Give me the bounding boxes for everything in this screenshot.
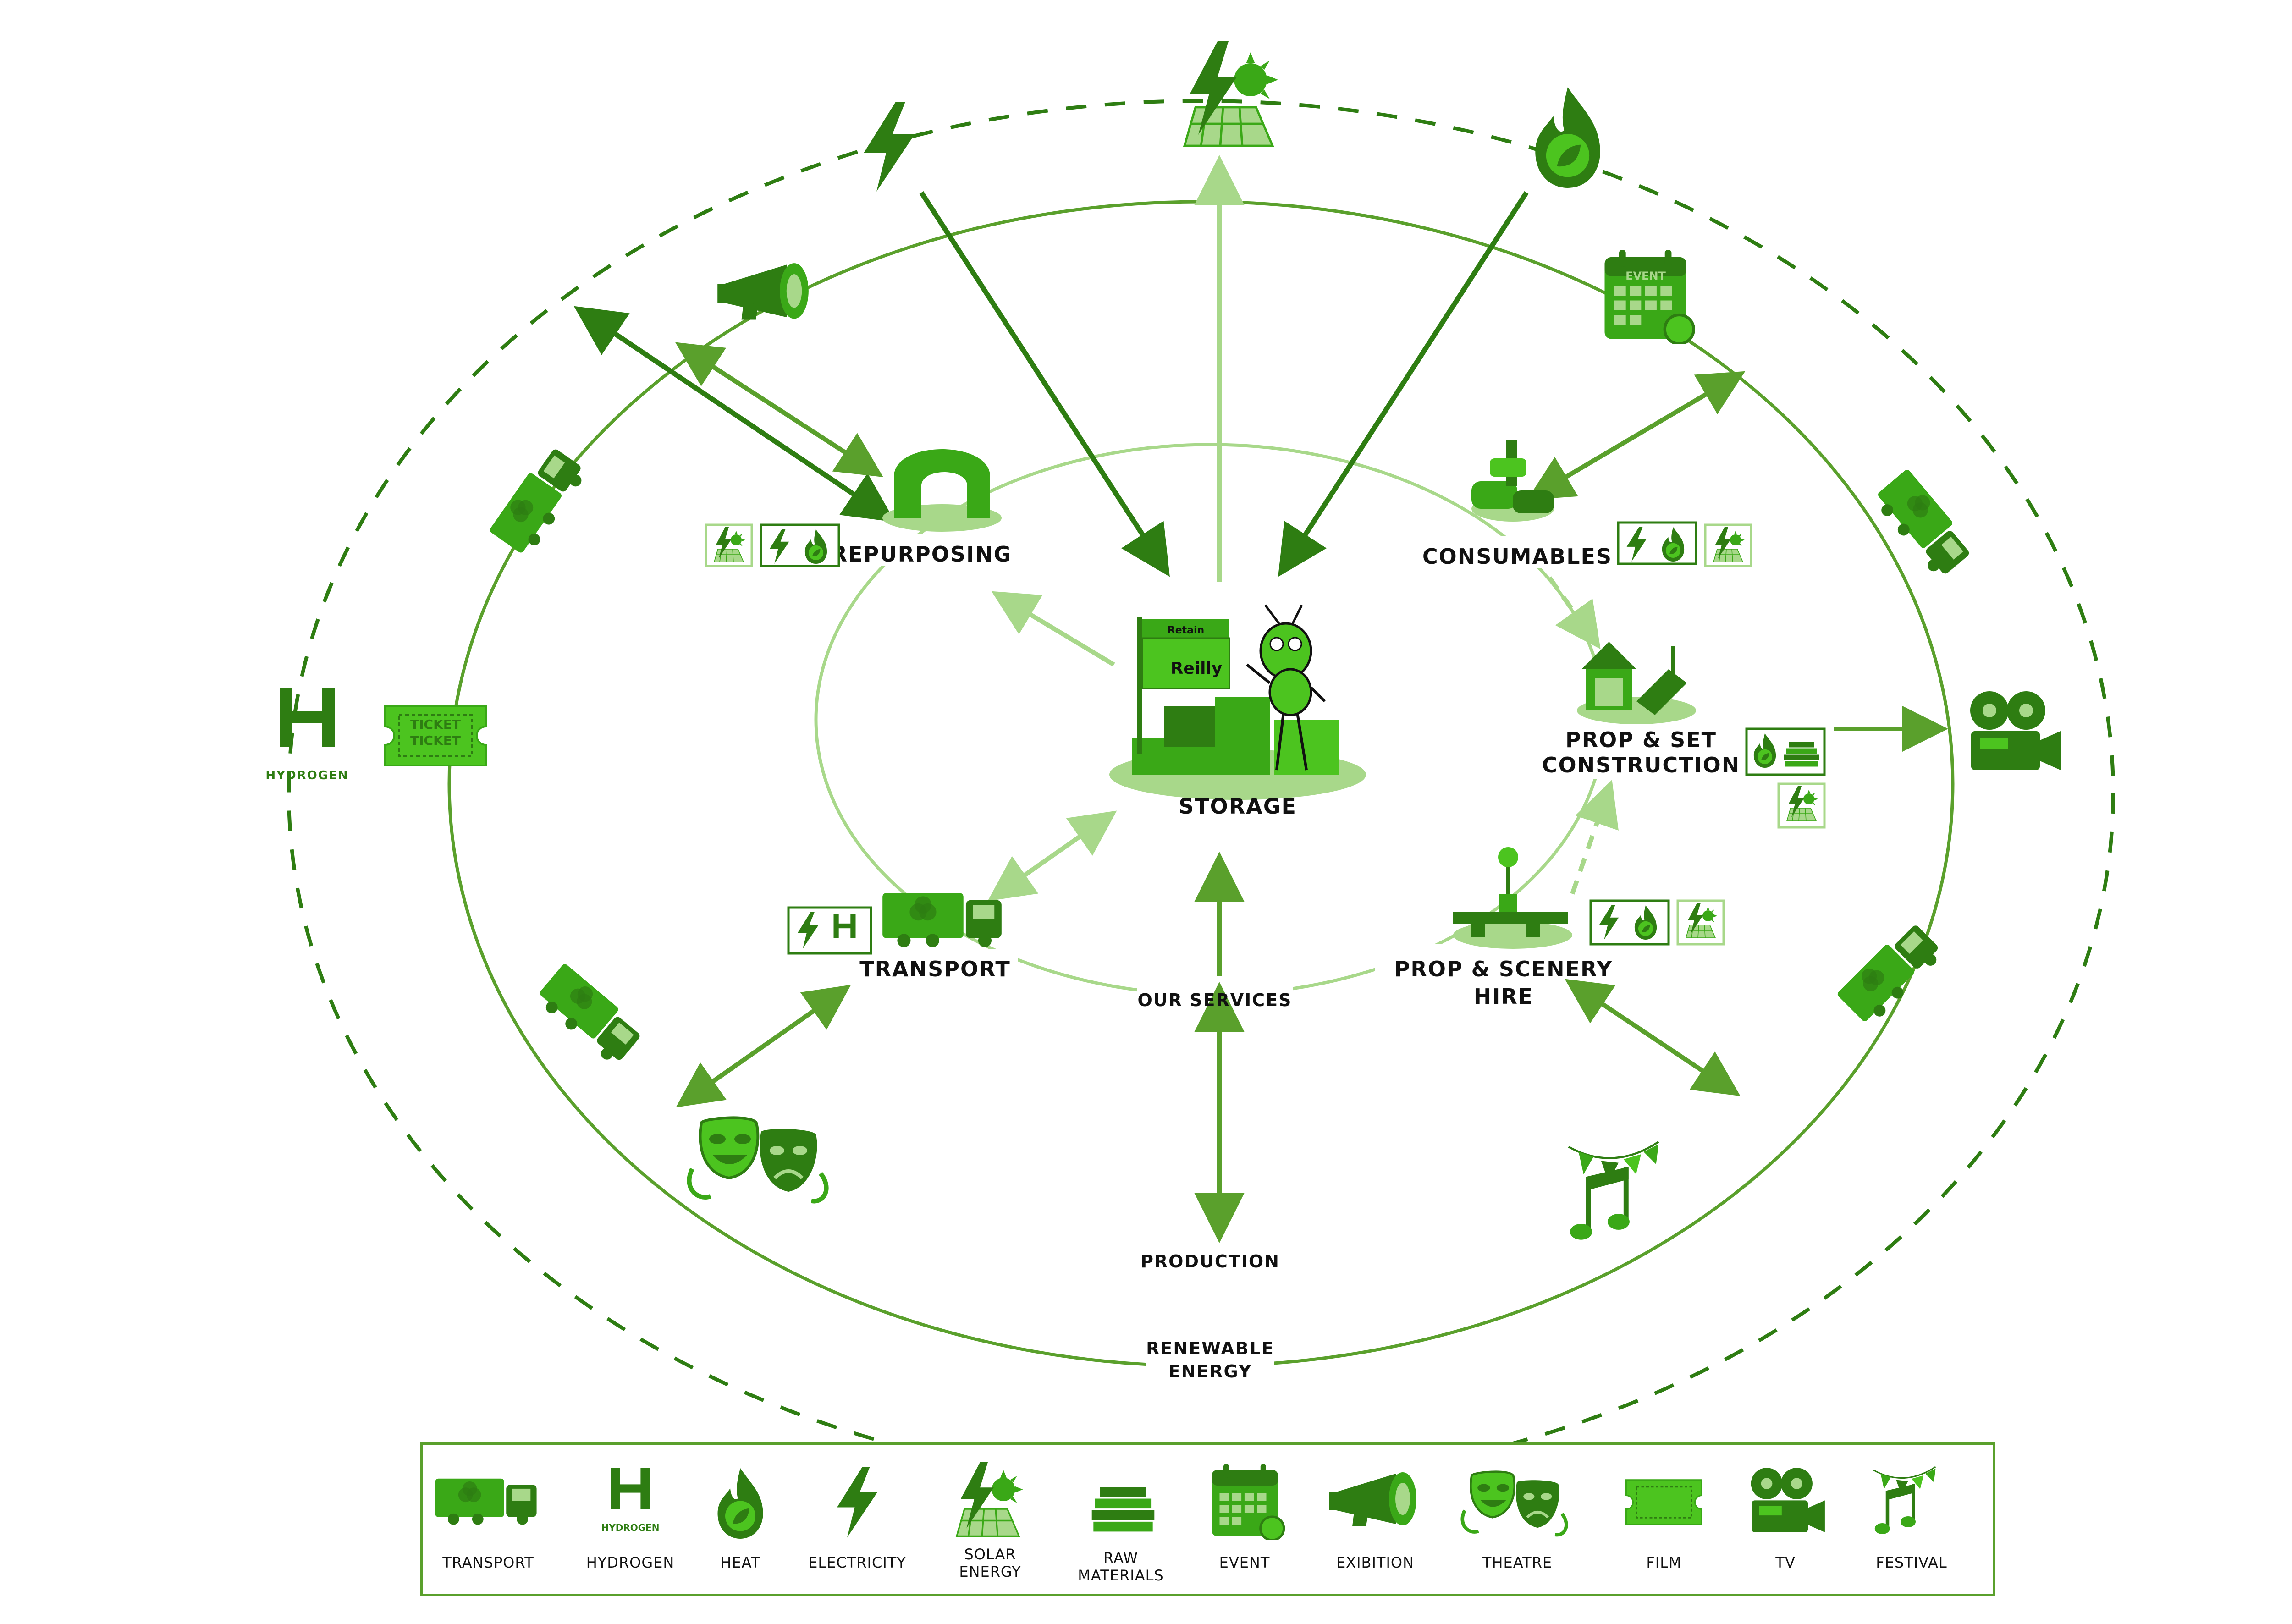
theatre-masks-icon xyxy=(689,1118,826,1201)
repurposing-node: REPURPOSING xyxy=(831,449,1012,567)
prop-set-construction-node: PROP & SET CONSTRUCTION xyxy=(1542,642,1741,777)
arrow-storage-transport xyxy=(987,810,1117,901)
arrow-transport-theatre xyxy=(676,985,851,1107)
transport-node: TRANSPORT xyxy=(860,893,1011,981)
legend-item-hydrogen: HYDROGEN HYDROGEN xyxy=(586,1468,675,1571)
scenery-label-line1: PROP & SCENERY xyxy=(1394,957,1613,981)
flame-leaf-icon xyxy=(1535,87,1600,188)
prop-scenery-hire-node: PROP & SCENERY HIRE xyxy=(1394,847,1613,1009)
megaphone-icon xyxy=(717,263,809,320)
legend: TRANSPORT HYDROGEN HYDROGEN HEAT ELECTRI… xyxy=(420,1442,1995,1596)
arrow-consumables-event xyxy=(1527,371,1746,500)
scenery-energy-badges xyxy=(1589,899,1725,946)
festival-icon xyxy=(1569,1142,1658,1240)
legend-item-transport: TRANSPORT xyxy=(435,1478,537,1571)
prop-set-label-line1: PROP & SET xyxy=(1565,727,1717,752)
consumables-label: CONSUMABLES xyxy=(1422,544,1612,569)
legend-label: TRANSPORT xyxy=(442,1554,534,1571)
ticket-text-1: TICKET xyxy=(410,717,461,732)
legend-item-festival: FESTIVAL xyxy=(1873,1466,1947,1571)
legend-label: FESTIVAL xyxy=(1876,1554,1947,1571)
production-label: PRODUCTION xyxy=(1140,1251,1280,1272)
prop-set-energy-badges xyxy=(1745,727,1826,829)
scenery-label-line2: HIRE xyxy=(1474,984,1533,1009)
renewable-energy-label: RENEWABLE ENERGY xyxy=(1146,1338,1274,1382)
arrow-repurposing-exhibition-outer xyxy=(573,306,896,523)
ticket-icon: TICKET TICKET xyxy=(384,705,487,766)
repurposing-energy-badges xyxy=(705,523,840,567)
legend-item-theatre: THEATRE xyxy=(1462,1472,1566,1571)
event-calendar-icon xyxy=(1212,1464,1284,1540)
storage-sign-top: Retain xyxy=(1168,625,1204,636)
ticket-text-2: TICKET xyxy=(410,733,461,748)
transport-energy-badges xyxy=(787,906,872,955)
storage-sign-brand: Reilly xyxy=(1171,659,1223,678)
legend-label-line1: RAW xyxy=(1103,1549,1138,1567)
prop-set-label-line2: CONSTRUCTION xyxy=(1542,753,1741,777)
truck-icon xyxy=(882,893,1002,947)
arrow-electricity-to-storage xyxy=(919,191,1170,577)
legend-label: EXIBITION xyxy=(1336,1554,1414,1571)
legend-item-tv: TV xyxy=(1751,1468,1825,1571)
truck-icon xyxy=(489,444,589,559)
event-icon-text: EVENT xyxy=(1625,270,1666,282)
renewable-energy-line2: ENERGY xyxy=(1168,1361,1252,1382)
legend-label: HEAT xyxy=(720,1554,760,1571)
legend-label: HYDROGEN xyxy=(586,1554,675,1571)
legend-label-line2: MATERIALS xyxy=(1078,1567,1163,1584)
solar-energy-icon xyxy=(1185,41,1278,146)
event-calendar-icon: EVENT xyxy=(1605,250,1694,344)
legend-label: FILM xyxy=(1646,1554,1681,1571)
legend-label: THEATRE xyxy=(1482,1554,1552,1571)
arrow-consumables-propset xyxy=(1547,576,1601,650)
legend-hydrogen-sub: HYDROGEN xyxy=(601,1522,659,1533)
film-camera-icon xyxy=(1970,691,2061,770)
ant-mascot xyxy=(1246,604,1326,771)
legend-item-heat: HEAT xyxy=(717,1468,763,1571)
arrow-heat-to-storage xyxy=(1278,191,1529,577)
legend-item-electricity: ELECTRICITY xyxy=(808,1467,906,1571)
hydrogen-icon: HYDROGEN xyxy=(265,688,348,782)
legend-label: ELECTRICITY xyxy=(808,1554,906,1571)
arrow-storage-to-repurposing xyxy=(991,591,1115,667)
legend-item-solar-energy: SOLAR ENERGY xyxy=(956,1462,1024,1580)
arrow-scenery-festival xyxy=(1565,979,1741,1096)
legend-label: EVENT xyxy=(1219,1554,1270,1571)
storage-label: STORAGE xyxy=(1179,794,1297,819)
legend-item-event: EVENT xyxy=(1212,1464,1284,1571)
renewable-energy-line1: RENEWABLE xyxy=(1146,1338,1274,1359)
our-services-label: OUR SERVICES xyxy=(1138,990,1292,1010)
truck-icon xyxy=(1836,919,1945,1029)
truck-icon xyxy=(1870,468,1976,581)
arrow-repurposing-exhibition-inner xyxy=(675,342,883,477)
storage-node: Retain Reilly STORAGE xyxy=(1109,604,1366,819)
consumables-node: CONSUMABLES xyxy=(1422,440,1612,569)
repurposing-label: REPURPOSING xyxy=(831,542,1012,567)
truck-icon xyxy=(533,963,646,1068)
ticket-icon xyxy=(1625,1479,1703,1525)
legend-item-raw-materials: RAW MATERIALS xyxy=(1078,1487,1163,1584)
legend-label-line1: SOLAR xyxy=(964,1546,1016,1563)
legend-label-line2: ENERGY xyxy=(959,1563,1021,1580)
transport-label: TRANSPORT xyxy=(860,957,1011,981)
consumables-energy-badges xyxy=(1617,521,1752,567)
lightning-icon xyxy=(864,102,915,192)
hydrogen-icon-label: HYDROGEN xyxy=(265,769,348,782)
arrow-scenery-propset xyxy=(1570,780,1619,895)
legend-item-exhibition: EXIBITION xyxy=(1329,1472,1416,1571)
legend-label: TV xyxy=(1775,1554,1795,1571)
legend-item-film: FILM xyxy=(1625,1479,1703,1571)
